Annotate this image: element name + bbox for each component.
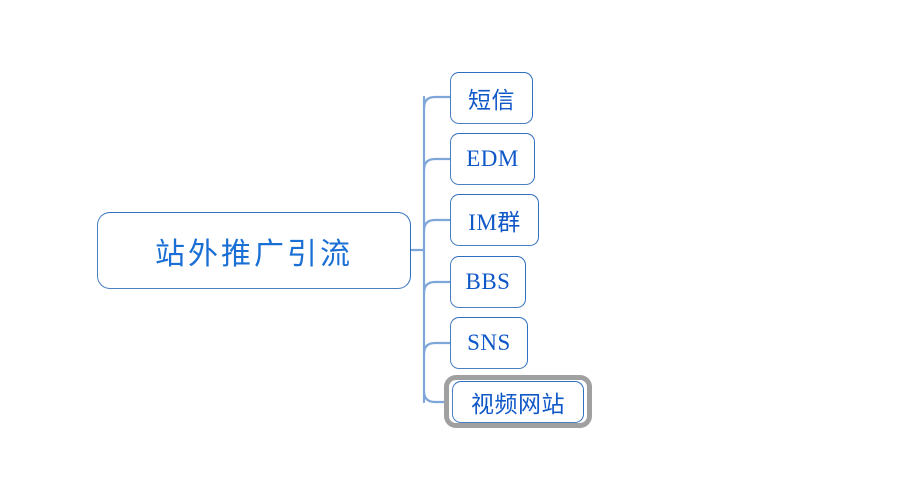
node-edm-label: EDM	[466, 146, 519, 171]
node-video-site-label: 视频网站	[471, 392, 565, 417]
connector-to-child-2	[422, 218, 452, 233]
node-bbs-label: BBS	[465, 269, 511, 294]
node-im-group[interactable]: IM群	[450, 194, 539, 246]
node-root-label: 站外推广引流	[155, 237, 353, 271]
node-im-group-label: IM群	[468, 210, 521, 235]
node-sns[interactable]: SNS	[450, 317, 528, 369]
node-bbs[interactable]: BBS	[450, 256, 526, 308]
connector-to-child-1	[422, 157, 452, 172]
connector-to-child-3	[422, 280, 452, 295]
node-sms-label: 短信	[468, 88, 515, 113]
connector-to-child-0	[422, 95, 452, 110]
node-sns-label: SNS	[467, 330, 511, 355]
node-sms[interactable]: 短信	[450, 72, 533, 124]
connector-to-child-4	[422, 341, 452, 356]
node-video-site[interactable]: 视频网站	[452, 381, 584, 423]
node-edm[interactable]: EDM	[450, 133, 535, 185]
node-root[interactable]: 站外推广引流	[97, 212, 411, 289]
